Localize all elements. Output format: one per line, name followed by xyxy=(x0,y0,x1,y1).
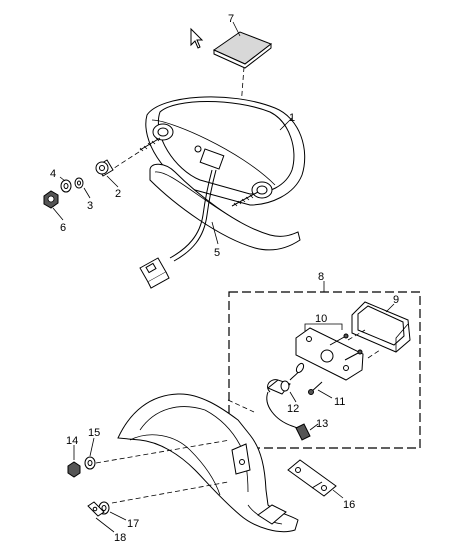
bulb-socket xyxy=(267,362,305,395)
socket-lead-wire xyxy=(266,391,311,441)
label-part-12: 12 xyxy=(287,403,299,415)
label-part-18: 18 xyxy=(114,532,126,544)
label-part-6: 6 xyxy=(60,222,66,234)
license-lamp-base xyxy=(295,327,364,381)
flange-nut xyxy=(67,461,81,478)
lamp-bracket xyxy=(149,163,301,251)
label-part-7: 7 xyxy=(228,13,234,25)
hex-nut xyxy=(43,190,59,209)
base-screw-lower xyxy=(344,349,363,361)
gasket-pad xyxy=(212,31,273,69)
base-screw-upper xyxy=(329,333,349,346)
housing-stud-right xyxy=(231,191,259,207)
label-part-9: 9 xyxy=(393,294,399,306)
wire-connector xyxy=(139,257,170,289)
label-part-11: 11 xyxy=(334,396,345,408)
label-part-2: 2 xyxy=(115,188,121,200)
label-part-3: 3 xyxy=(87,200,93,212)
label-part-8: 8 xyxy=(318,271,324,283)
label-part-13: 13 xyxy=(316,418,328,430)
license-lamp-lens xyxy=(351,301,411,353)
label-part-1: 1 xyxy=(289,112,295,124)
license-plate-bracket xyxy=(287,459,337,497)
wire-harness xyxy=(169,169,217,262)
lamp-screw xyxy=(308,381,323,395)
label-part-5: 5 xyxy=(214,247,220,259)
plain-washer xyxy=(84,456,96,470)
washer-inner xyxy=(74,177,84,189)
nut-plate xyxy=(87,501,105,517)
housing-stud-left xyxy=(139,137,161,152)
label-part-16: 16 xyxy=(343,499,355,511)
license-lamp-assembly-box xyxy=(228,291,421,449)
label-part-10: 10 xyxy=(315,313,327,325)
spacer-collar xyxy=(95,159,114,177)
label-part-14: 14 xyxy=(66,435,78,447)
rear-fender xyxy=(117,393,299,533)
mouse-cursor-icon xyxy=(190,27,204,49)
label-part-15: 15 xyxy=(88,427,100,439)
washer-outer xyxy=(60,179,72,193)
tail-lamp-housing xyxy=(145,96,306,206)
label-part-17: 17 xyxy=(127,518,139,530)
label-part-4: 4 xyxy=(50,168,56,180)
